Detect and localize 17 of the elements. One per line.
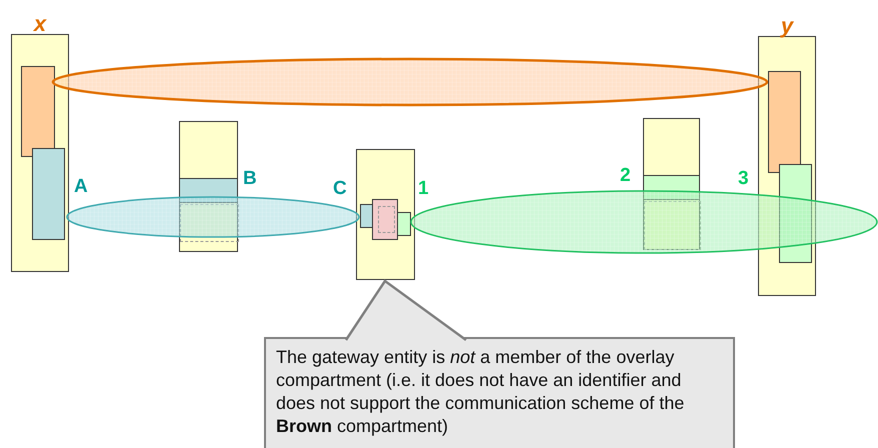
part-label: 1 [418, 178, 429, 200]
compartment-ellipse [52, 58, 768, 106]
compartment-part [360, 204, 372, 228]
part-label: 3 [738, 168, 749, 190]
part-label: B [243, 168, 257, 190]
part-label: C [333, 178, 347, 200]
part-label: 2 [620, 165, 631, 187]
compartment-part [372, 198, 398, 240]
callout-text: The gateway entity is not a member of the overlay compartment (i.e. it does not have an identifier and does not support the communication scheme of the Brown compartment) [276, 346, 686, 438]
compartment-ellipse [66, 196, 360, 238]
compartment-part [768, 70, 800, 172]
entity-label: y [780, 13, 794, 39]
entity-box [356, 149, 415, 280]
entity-label: x [34, 11, 46, 37]
compartment-part [32, 148, 64, 240]
part-label: A [74, 176, 88, 198]
compartment-part [20, 66, 54, 156]
